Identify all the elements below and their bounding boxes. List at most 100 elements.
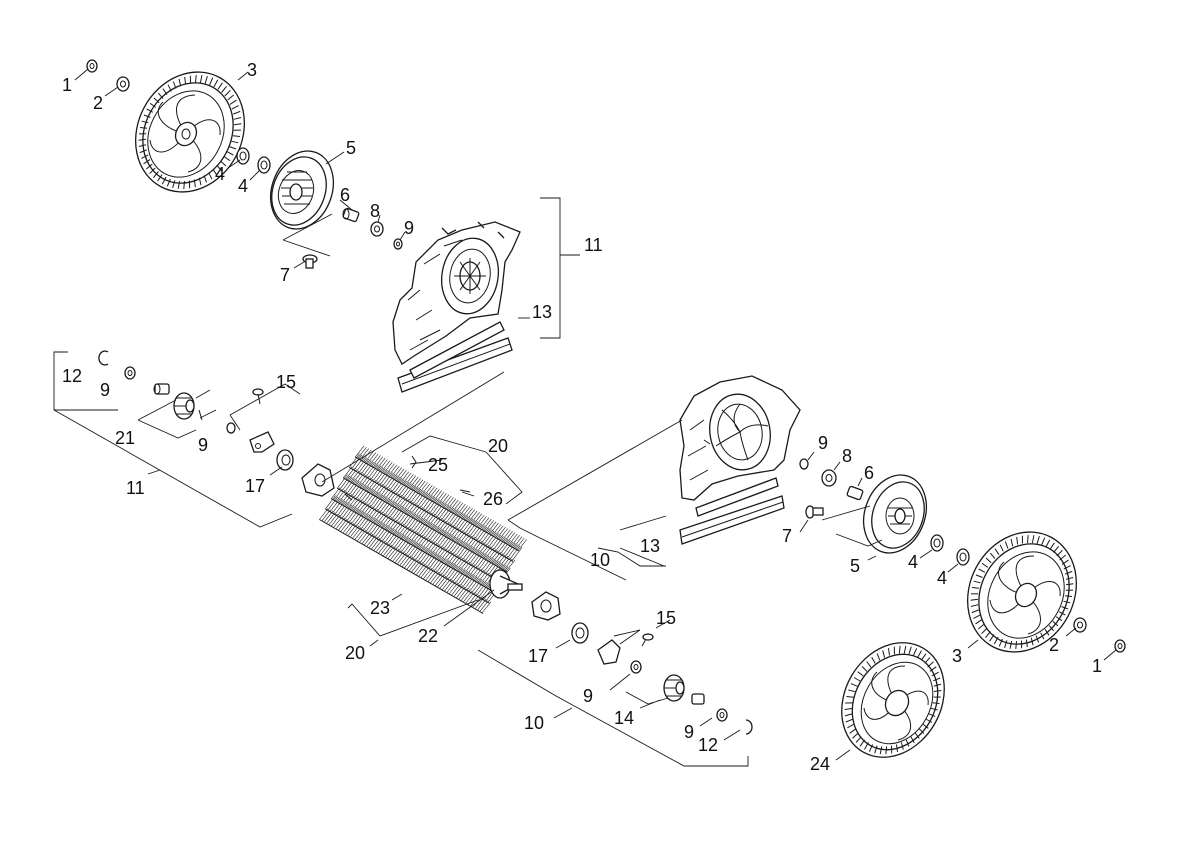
- callout-15-mid: 15: [656, 608, 676, 628]
- wheel-tread-right: [970, 535, 1074, 649]
- callout-9-right: 9: [818, 433, 828, 453]
- part-24-wheel: [841, 642, 945, 758]
- left-drive-assembly: [98, 350, 335, 497]
- part-17-bearing-right: [571, 622, 589, 644]
- callout-22: 22: [418, 626, 438, 646]
- callout-2-right: 2: [1049, 635, 1059, 655]
- callout-23: 23: [370, 598, 390, 618]
- callout-9-left-a: 9: [100, 380, 110, 400]
- callout-8-top: 8: [370, 201, 380, 221]
- part-13-plate-top: [397, 321, 513, 393]
- part-25-clip: [411, 455, 417, 469]
- callout-12-mid: 12: [698, 735, 718, 755]
- wheel-tread-top: [138, 75, 242, 189]
- callout-20-top: 20: [488, 436, 508, 456]
- brush-hub-left: [301, 463, 335, 497]
- right-drive-assembly: [531, 591, 753, 735]
- bracket-right: [597, 639, 621, 665]
- callout-4a-right: 4: [908, 552, 918, 572]
- part-14-pinion-mid: [663, 674, 685, 702]
- callout-3-top: 3: [247, 60, 257, 80]
- callout-6-right: 6: [864, 463, 874, 483]
- top-left-wheel-assembly: [86, 59, 403, 269]
- callout-13-right: 13: [640, 536, 660, 556]
- callout-9-mid-b: 9: [684, 722, 694, 742]
- part-22-pin: [344, 493, 353, 501]
- bracket-left: [249, 431, 275, 453]
- callout-9-mid: 9: [583, 686, 593, 706]
- part-6-spacer-right: [846, 485, 864, 501]
- callout-21-left: 21: [115, 428, 135, 448]
- callout-12-left: 12: [62, 366, 82, 386]
- callout-6-top: 6: [340, 185, 350, 205]
- part-9-washer-mid-a: [630, 660, 642, 674]
- callout-10-mid: 10: [524, 713, 544, 733]
- callout-26: 26: [483, 489, 503, 509]
- callout-25: 25: [428, 455, 448, 475]
- callout-4b-right: 4: [937, 568, 947, 588]
- part-9-washer-mid-b: [716, 708, 728, 722]
- callout-17-left: 17: [245, 476, 265, 496]
- part-9-washer-right: [799, 458, 809, 470]
- part-12-circlip-mid: [745, 719, 753, 735]
- part-6-spacer-top: [342, 207, 360, 223]
- callout-5-top: 5: [346, 138, 356, 158]
- callout-11-left: 11: [126, 478, 145, 498]
- callout-1-top: 1: [62, 75, 72, 95]
- callout-9-top: 9: [404, 218, 414, 238]
- callout-13-top: 13: [532, 302, 552, 322]
- callout-17-mid: 17: [528, 646, 548, 666]
- callout-5-right: 5: [850, 556, 860, 576]
- part-4-bushing-right-b: [956, 548, 970, 566]
- part-17-bearing-left: [276, 449, 294, 471]
- part-8-bearing-top: [370, 221, 384, 237]
- part-9-washer-left-a: [124, 366, 136, 380]
- part-9-spacer-mid: [691, 693, 705, 705]
- part-1-nut-right: [1114, 639, 1126, 653]
- part-12-circlip-left: [98, 350, 109, 366]
- brush-shaft: [489, 569, 523, 599]
- callout-2-top: 2: [93, 93, 103, 113]
- part-4-bushing-right-a: [930, 534, 944, 552]
- part-9-washer-left-b: [226, 422, 236, 434]
- part-8-bearing-right: [821, 469, 837, 487]
- part-5-gear-wheel-right: [863, 474, 927, 554]
- part-7-bolt-right: [805, 505, 824, 519]
- part-11-side-housing-top: [392, 221, 521, 365]
- part-21-spacer-left: [153, 383, 170, 395]
- part-21-pinion-left: [173, 392, 195, 420]
- part-2-washer-top: [116, 76, 130, 92]
- part-3-wheel-right: [966, 531, 1078, 653]
- part-15-screw-mid: [641, 633, 654, 647]
- leader-lines: [53, 68, 1117, 767]
- callout-8-right: 8: [842, 446, 852, 466]
- part-26-clip: [459, 489, 471, 493]
- part-10-side-housing-right: [679, 375, 801, 501]
- part-13-plate-right: [679, 477, 785, 545]
- callout-11-top: 11: [584, 235, 603, 255]
- callout-4a-top: 4: [215, 164, 225, 184]
- callout-7-right: 7: [782, 526, 792, 546]
- right-wheel-assembly: [799, 458, 1126, 653]
- callout-numbers: 1 2 3 4 4 5 6 7 8 9 11 13 12 9 15 21 9 1…: [62, 60, 1102, 774]
- part-5-gear-wheel-top: [270, 150, 334, 230]
- part-3-wheel-top: [134, 71, 246, 193]
- callout-4b-top: 4: [238, 176, 248, 196]
- part-4-bushing-top-a: [236, 147, 250, 165]
- callout-10-right: 10: [590, 550, 610, 570]
- part-4-bushing-top-b: [257, 156, 271, 174]
- callout-1-right: 1: [1092, 656, 1102, 676]
- part-9-washer-top: [393, 238, 403, 250]
- callout-20-bottom: 20: [345, 643, 365, 663]
- part-7-bolt-top: [302, 254, 318, 269]
- callout-7-top: 7: [280, 265, 290, 285]
- wheel-tread-24: [844, 645, 942, 755]
- callout-14-mid: 14: [614, 708, 634, 728]
- callout-9-left-b: 9: [198, 435, 208, 455]
- part-22-brush-roller: [319, 445, 527, 614]
- pin-left: [198, 409, 203, 421]
- callout-15-left: 15: [276, 372, 296, 392]
- brush-bristles: [319, 445, 527, 614]
- callout-24: 24: [810, 754, 830, 774]
